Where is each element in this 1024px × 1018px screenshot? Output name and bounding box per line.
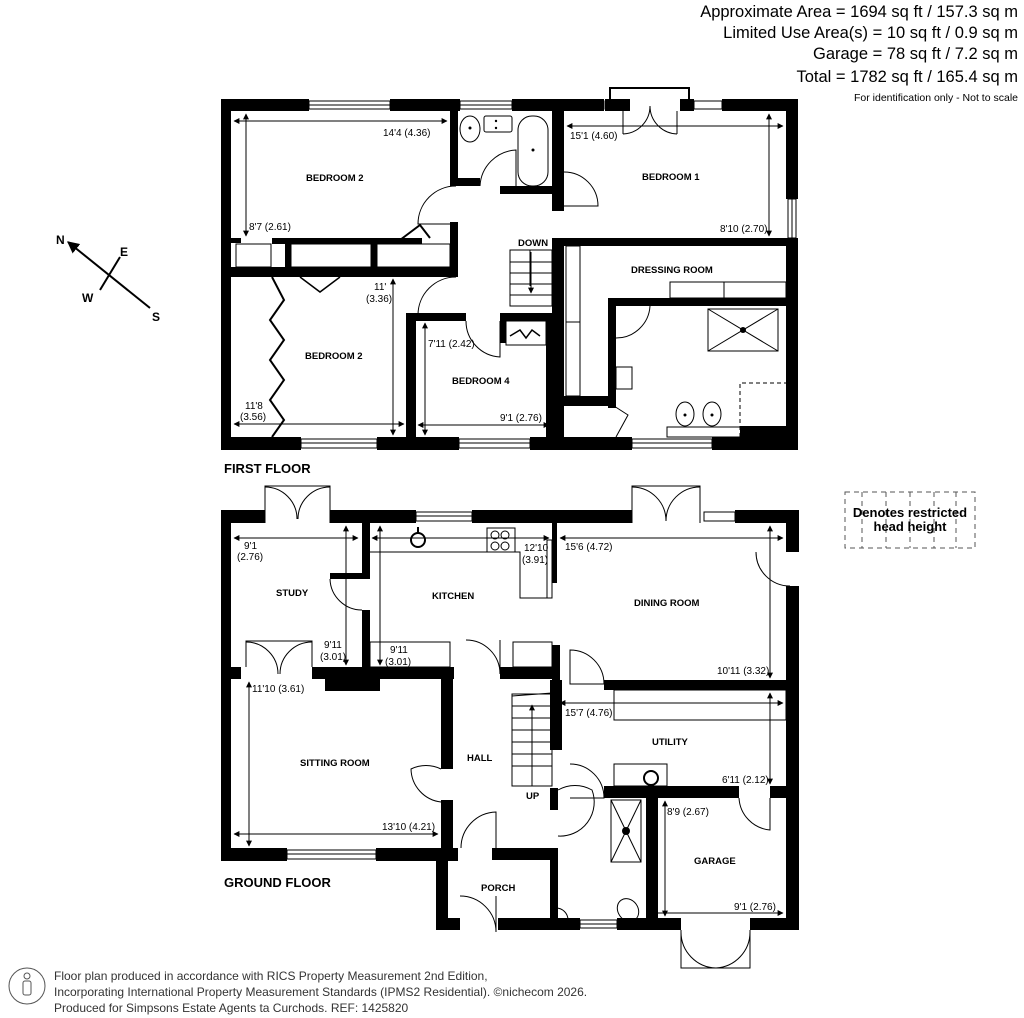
svg-text:(2.76): (2.76) bbox=[237, 552, 263, 563]
svg-text:(3.01): (3.01) bbox=[385, 657, 411, 668]
room-bedroom-4: BEDROOM 4 bbox=[452, 376, 510, 387]
room-dining-room: DINING ROOM bbox=[634, 598, 700, 609]
compass-w: W bbox=[82, 291, 94, 305]
garage-area-text: Garage = 78 sq ft / 7.2 sq m bbox=[813, 45, 1018, 63]
footer-text: Floor plan produced in accordance with R… bbox=[54, 969, 588, 1015]
room-bedroom-2-lower: BEDROOM 2 bbox=[305, 351, 363, 362]
first-floor-plan: DOWN bbox=[221, 87, 798, 476]
room-bedroom-1: BEDROOM 1 bbox=[642, 172, 700, 183]
svg-text:9'1 (2.76): 9'1 (2.76) bbox=[734, 902, 776, 913]
svg-text:14'4 (4.36): 14'4 (4.36) bbox=[383, 128, 431, 139]
svg-text:9'1 (2.76): 9'1 (2.76) bbox=[500, 413, 542, 424]
room-dressing-room: DRESSING ROOM bbox=[631, 265, 713, 276]
svg-text:(3.56): (3.56) bbox=[240, 412, 266, 423]
svg-text:(3.91): (3.91) bbox=[522, 555, 548, 566]
svg-text:(3.36): (3.36) bbox=[366, 294, 392, 305]
person-icon bbox=[8, 967, 46, 1005]
room-garage: GARAGE bbox=[694, 856, 736, 867]
approx-area-text: Approximate Area = 1694 sq ft / 157.3 sq… bbox=[700, 3, 1018, 21]
room-study: STUDY bbox=[276, 588, 309, 599]
first-floor-label: FIRST FLOOR bbox=[224, 461, 311, 476]
scale-note: For identification only - Not to scale bbox=[854, 92, 1018, 104]
svg-text:8'7 (2.61): 8'7 (2.61) bbox=[249, 222, 291, 233]
person-icon-spacer bbox=[8, 968, 46, 1006]
footer: Floor plan produced in accordance with R… bbox=[8, 968, 587, 1016]
ground-floor-label: GROUND FLOOR bbox=[224, 875, 331, 890]
svg-text:10'11 (3.32): 10'11 (3.32) bbox=[717, 666, 769, 677]
svg-text:6'11 (2.12): 6'11 (2.12) bbox=[722, 775, 769, 786]
room-sitting-room: SITTING ROOM bbox=[300, 758, 370, 769]
svg-text:11'10 (3.61): 11'10 (3.61) bbox=[252, 684, 304, 695]
svg-text:15'7 (4.76): 15'7 (4.76) bbox=[565, 708, 613, 719]
svg-text:15'6 (4.72): 15'6 (4.72) bbox=[565, 542, 613, 553]
limited-use-text: Limited Use Area(s) = 10 sq ft / 0.9 sq … bbox=[723, 24, 1018, 42]
compass-e: E bbox=[120, 245, 128, 259]
total-area-text: Total = 1782 sq ft / 165.4 sq m bbox=[796, 68, 1018, 86]
svg-text:9'11: 9'11 bbox=[390, 645, 408, 656]
room-hall: HALL bbox=[467, 753, 493, 764]
svg-text:12'10: 12'10 bbox=[524, 543, 549, 554]
svg-text:11'8: 11'8 bbox=[245, 401, 263, 412]
svg-text:(3.01): (3.01) bbox=[320, 652, 346, 663]
area-summary: Approximate Area = 1694 sq ft / 157.3 sq… bbox=[700, 2, 1018, 104]
ground-floor-plan: UP bbox=[221, 485, 799, 969]
svg-text:head height: head height bbox=[874, 519, 948, 534]
svg-text:11': 11' bbox=[374, 282, 386, 293]
svg-text:7'11 (2.42): 7'11 (2.42) bbox=[428, 339, 475, 350]
room-utility: UTILITY bbox=[652, 737, 689, 748]
svg-text:9'11: 9'11 bbox=[324, 640, 342, 651]
compass-s: S bbox=[152, 310, 160, 324]
compass-rose-icon: N E W S bbox=[56, 233, 160, 324]
room-kitchen: KITCHEN bbox=[432, 591, 474, 602]
hob-icon bbox=[486, 527, 516, 553]
room-bedroom-2-upper: BEDROOM 2 bbox=[306, 173, 364, 184]
svg-text:8'9 (2.67): 8'9 (2.67) bbox=[667, 807, 709, 818]
svg-text:8'10 (2.70): 8'10 (2.70) bbox=[720, 224, 768, 235]
svg-text:Denotes restricted: Denotes restricted bbox=[853, 505, 967, 520]
svg-text:9'1: 9'1 bbox=[244, 541, 257, 552]
stairs-up-label: UP bbox=[526, 791, 540, 802]
stairs-down-label: DOWN bbox=[518, 238, 548, 249]
svg-text:13'10 (4.21): 13'10 (4.21) bbox=[382, 822, 435, 833]
compass-n: N bbox=[56, 233, 65, 247]
svg-text:15'1 (4.60): 15'1 (4.60) bbox=[570, 131, 618, 142]
room-porch: PORCH bbox=[481, 883, 515, 894]
restricted-head-height-legend: Denotes restricted head height bbox=[844, 491, 976, 549]
